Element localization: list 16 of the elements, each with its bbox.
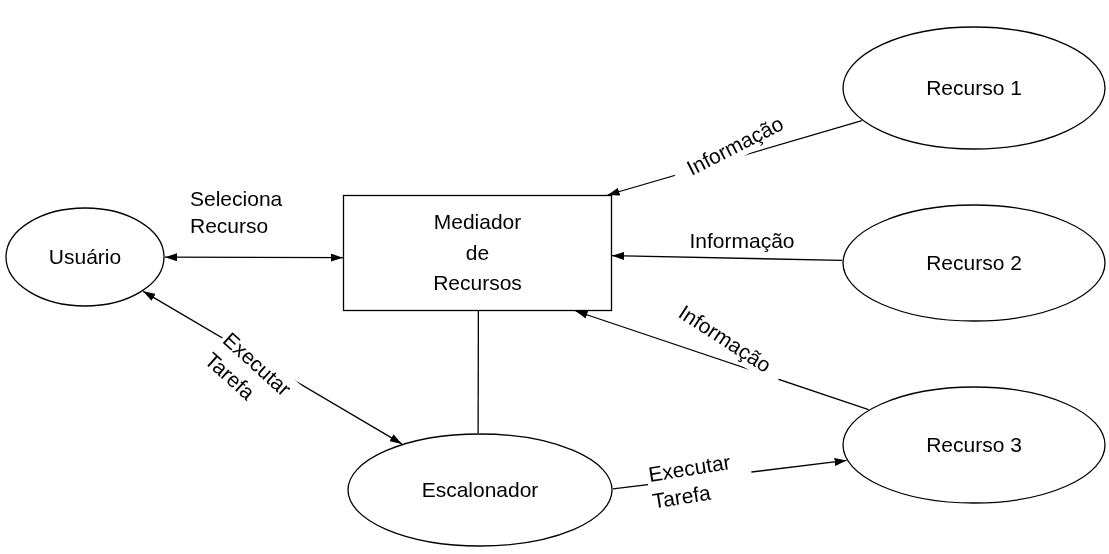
node-label: Mediador de Recursos <box>432 209 523 297</box>
node-label: Recurso 1 <box>926 74 1022 101</box>
node-label: Escalonador <box>421 476 539 503</box>
arrow <box>611 251 843 261</box>
arrow <box>574 310 870 411</box>
node-label: Recurso 2 <box>926 249 1022 276</box>
ellipse-node <box>842 26 1106 150</box>
ellipse-node <box>842 204 1106 322</box>
process-box <box>343 195 612 311</box>
ellipse-node <box>5 207 165 307</box>
connector-line <box>477 310 480 434</box>
ellipse-node <box>347 433 613 547</box>
node-label: Recurso 3 <box>926 431 1022 458</box>
arrow <box>164 253 344 262</box>
ellipse-node <box>842 386 1106 504</box>
node-label: Usuário <box>48 243 122 270</box>
